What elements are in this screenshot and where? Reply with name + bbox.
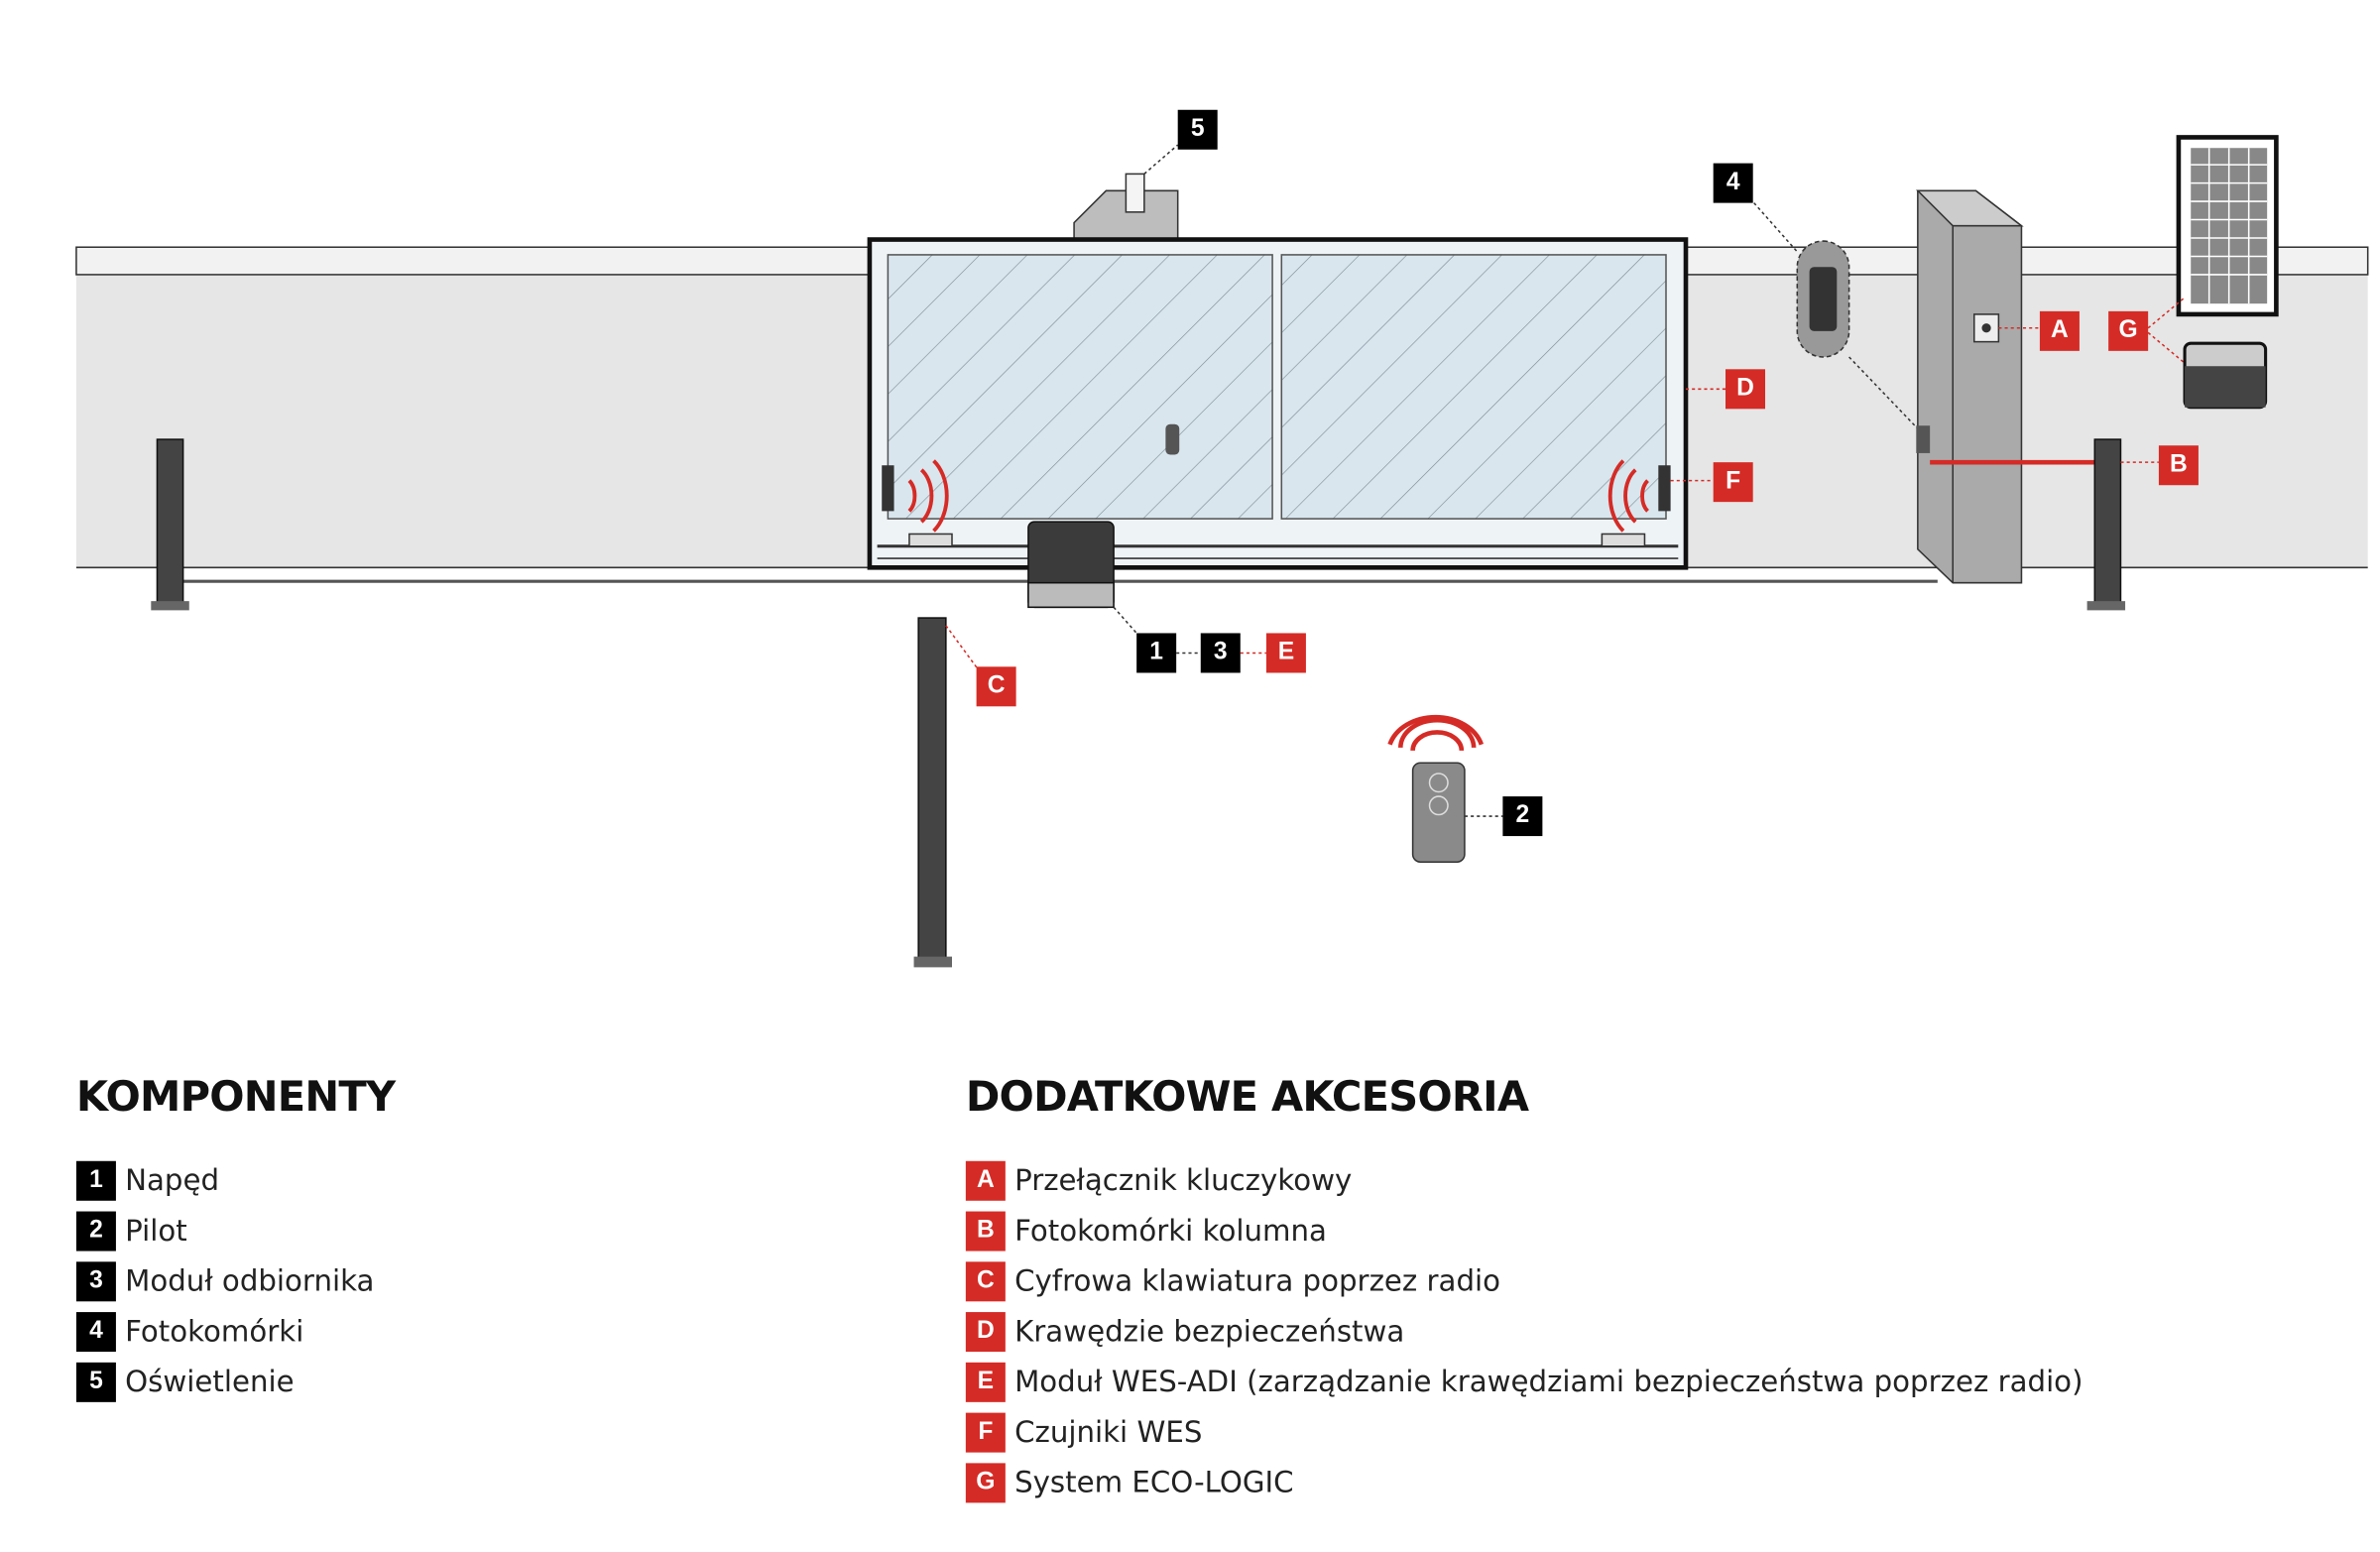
legend-code-badge: F — [965, 1412, 1006, 1453]
sliding-gate — [867, 237, 1689, 570]
marker-2: 2 — [1502, 796, 1543, 837]
legend-code-badge: E — [965, 1362, 1006, 1402]
legend-label: Cyfrowa klawiatura poprzez radio — [1014, 1264, 1501, 1299]
legend-code-badge: D — [965, 1312, 1006, 1353]
marker-1: 1 — [1136, 633, 1177, 673]
legend-code-badge: 5 — [75, 1362, 116, 1402]
marker-e: E — [1265, 633, 1306, 673]
marker-a: A — [2039, 310, 2080, 351]
solar-panel — [2147, 135, 2279, 364]
accessories-heading: DODATKOWE AKCESORIA — [965, 1074, 1529, 1122]
legend-label: Fotokomórki — [125, 1315, 304, 1349]
legend-code-badge: A — [965, 1160, 1006, 1201]
legend-code-badge: C — [965, 1261, 1006, 1302]
warning-lamp — [1073, 144, 1179, 241]
components-heading: KOMPONENTY — [75, 1074, 396, 1122]
legend-code-badge: 4 — [75, 1312, 116, 1353]
legend-code-badge: G — [965, 1463, 1006, 1503]
marker-5: 5 — [1177, 109, 1218, 150]
legend-code-badge: B — [965, 1211, 1006, 1252]
remote-control — [1387, 714, 1503, 863]
legend-label: System ECO-LOGIC — [1014, 1466, 1294, 1500]
battery-box — [2183, 341, 2268, 410]
marker-c: C — [976, 666, 1016, 707]
legend-label: Moduł odbiornika — [125, 1264, 375, 1299]
legend-label: Napęd — [125, 1163, 220, 1198]
gate-motor — [1027, 521, 1137, 634]
right-photocell-post — [2086, 438, 2159, 611]
legend-label: Pilot — [125, 1214, 187, 1249]
legend-label: Krawędzie bezpieczeństwa — [1014, 1315, 1405, 1349]
marker-b: B — [2158, 445, 2199, 486]
wes-sensor-waves — [907, 459, 1649, 533]
legend-item: 4 Fotokomórki — [75, 1312, 304, 1353]
marker-d: D — [1725, 369, 1765, 410]
marker-f: F — [1713, 462, 1753, 503]
keypad-post — [913, 617, 981, 968]
legend-label: Moduł WES-ADI (zarządzanie krawędziami b… — [1014, 1365, 2083, 1399]
marker-g: G — [2108, 310, 2149, 351]
legend-item: 3 Moduł odbiornika — [75, 1261, 375, 1302]
legend-label: Fotokomórki kolumna — [1014, 1214, 1327, 1249]
legend-item: 2 Pilot — [75, 1211, 187, 1252]
legend-label: Czujniki WES — [1014, 1415, 1203, 1450]
legend-label: Przełącznik kluczykowy — [1014, 1163, 1353, 1198]
gate-illustration — [75, 135, 2369, 968]
marker-3: 3 — [1200, 633, 1241, 673]
gate-pillar — [1735, 189, 2098, 584]
wall-photocell — [1749, 197, 1920, 431]
legend-code-badge: 3 — [75, 1261, 116, 1302]
left-photocell-post — [151, 438, 367, 611]
legend-code-badge: 1 — [75, 1160, 116, 1201]
legend-code-badge: 2 — [75, 1211, 116, 1252]
marker-4: 4 — [1713, 163, 1753, 203]
legend-item: 1 Napęd — [75, 1160, 220, 1201]
legend-item: 5 Oświetlenie — [75, 1362, 295, 1402]
legend-label: Oświetlenie — [125, 1365, 295, 1399]
